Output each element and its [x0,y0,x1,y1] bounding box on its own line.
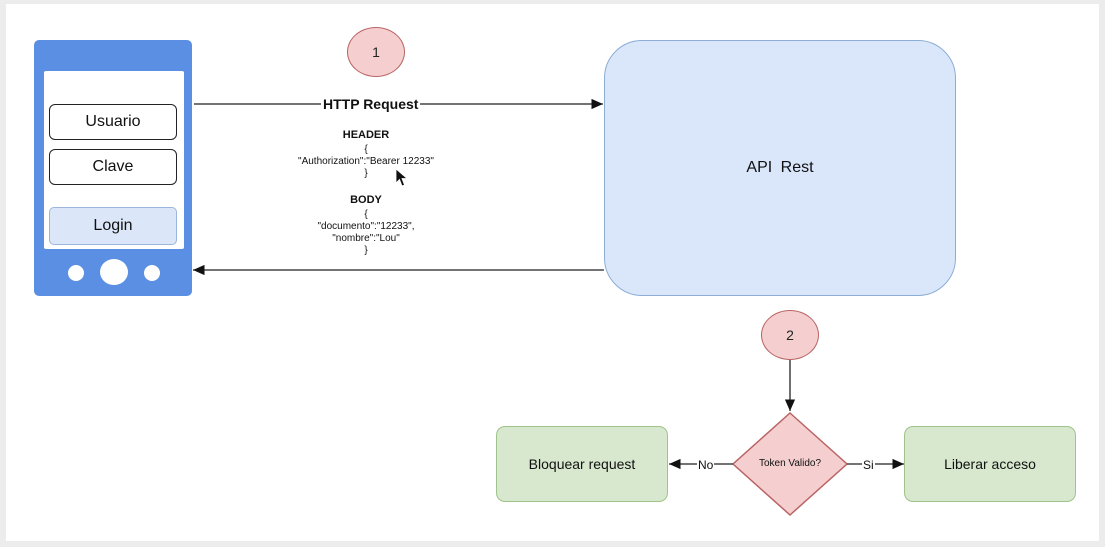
allow-access-box: Liberar acceso [904,426,1076,502]
si-label: Si [862,458,875,472]
step-1-label: 1 [372,44,380,60]
decision-diamond [731,411,849,517]
usuario-field[interactable]: Usuario [49,104,177,140]
http-request-label-wrap: HTTP Request [321,96,421,114]
mouse-cursor-icon [395,168,409,187]
decision-question: Token Valido? [758,458,822,469]
step-1-badge: 1 [347,27,405,77]
step-2-label: 2 [786,327,794,343]
http-request-label: HTTP Request [321,96,421,112]
phone-dot-left [68,265,84,281]
block-request-box: Bloquear request [496,426,668,502]
login-button[interactable]: Login [49,207,177,245]
phone-dot-right [144,265,160,281]
clave-label: Clave [92,158,134,175]
clave-field[interactable]: Clave [49,149,177,185]
phone-home-button [100,259,128,285]
si-label-wrap: Si [862,456,875,474]
login-label: Login [93,217,133,234]
body-body: { "documento":"12233", "nombre":"Lou" } [317,209,415,256]
api-rest-label: API Rest [746,159,814,176]
usuario-label: Usuario [85,113,141,130]
block-request-label: Bloquear request [528,456,636,472]
api-rest-box: API Rest [604,40,956,296]
step-2-badge: 2 [761,310,819,360]
no-label-wrap: No [697,456,715,474]
header-body: { "Authorization":"Bearer 12233" } [298,144,434,179]
header-title: HEADER [342,129,390,141]
body-title: BODY [350,194,382,206]
no-label: No [697,458,715,472]
allow-access-label: Liberar acceso [944,456,1036,472]
